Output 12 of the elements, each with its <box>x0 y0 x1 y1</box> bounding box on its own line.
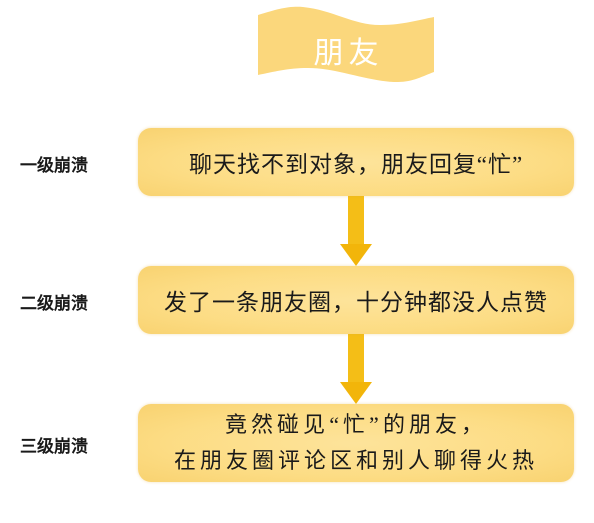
step-text: 聊天找不到对象，朋友回复“忙” <box>188 151 524 179</box>
level-label: 二级崩溃 <box>20 293 88 314</box>
level-label: 一级崩溃 <box>20 155 88 176</box>
step-box <box>138 128 574 196</box>
step-text: 竟然碰见“忙”的朋友，在朋友圈评论区和别人聊得火热 <box>174 411 538 475</box>
arrow <box>340 334 372 404</box>
step-box <box>138 404 574 482</box>
step-text: 发了一条朋友圈，十分钟都没人点赞 <box>164 289 548 317</box>
arrow <box>340 196 372 266</box>
banner-title: 朋友 <box>312 35 384 72</box>
level-label: 三级崩溃 <box>20 436 88 457</box>
step-box <box>138 266 574 334</box>
